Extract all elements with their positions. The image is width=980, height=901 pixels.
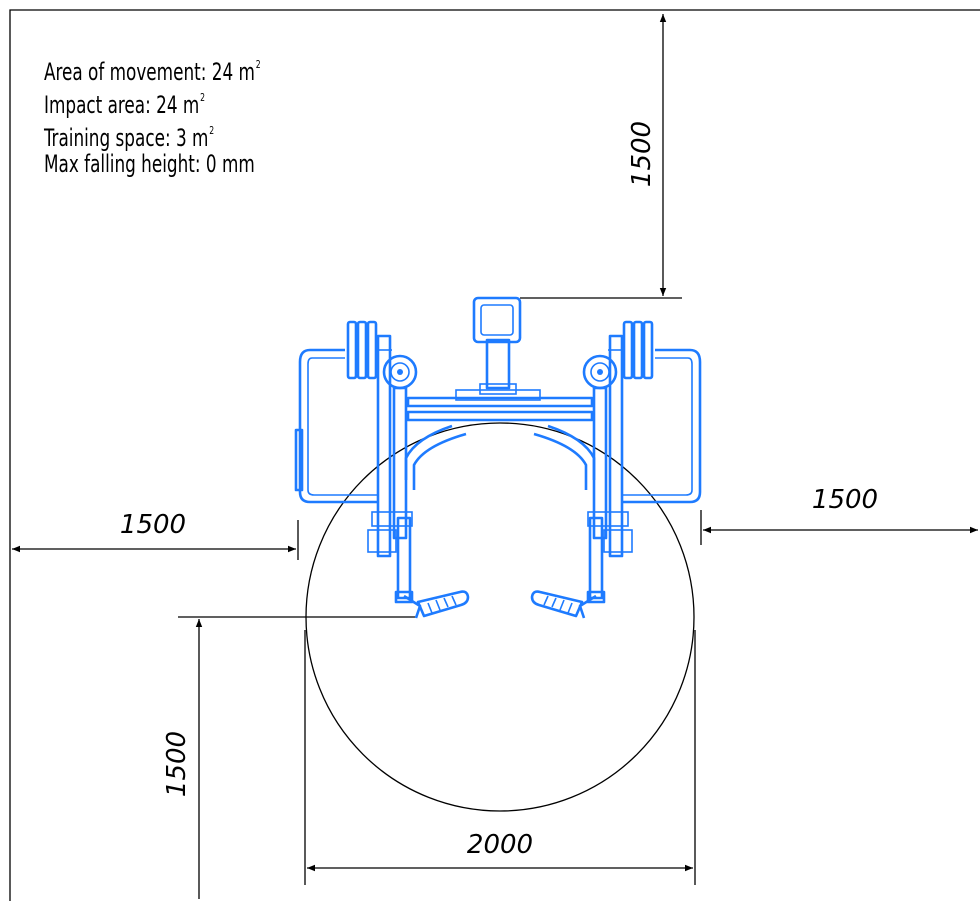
fitness-equipment-top-view [294, 296, 702, 619]
safety-boundary [9, 9, 980, 901]
spec-impact-area: Impact area: 24 m2 [44, 91, 206, 119]
diameter-dimension-label: 2000 [467, 830, 533, 860]
spec-training-space: Training space: 3 m2 [44, 124, 215, 152]
bottom-vertical-dimension-label: 1500 [162, 731, 192, 797]
left-dimension-label: 1500 [120, 510, 186, 540]
specifications-list: Area of movement: 24 m2 Impact area: 24 … [44, 52, 261, 177]
diameter-dimension: 2000 [304, 630, 696, 885]
right-dimension-label: 1500 [812, 485, 878, 515]
top-dimension-label: 1500 [627, 121, 657, 187]
left-dimension: 1500 [12, 510, 299, 560]
top-dimension: 1500 [520, 14, 682, 299]
spec-max-falling-height: Max falling height: 0 mm [44, 150, 255, 178]
right-dimension: 1500 [700, 485, 978, 545]
bottom-vertical-dimension: 1500 [162, 616, 416, 899]
spec-area-of-movement: Area of movement: 24 m2 [44, 58, 261, 86]
